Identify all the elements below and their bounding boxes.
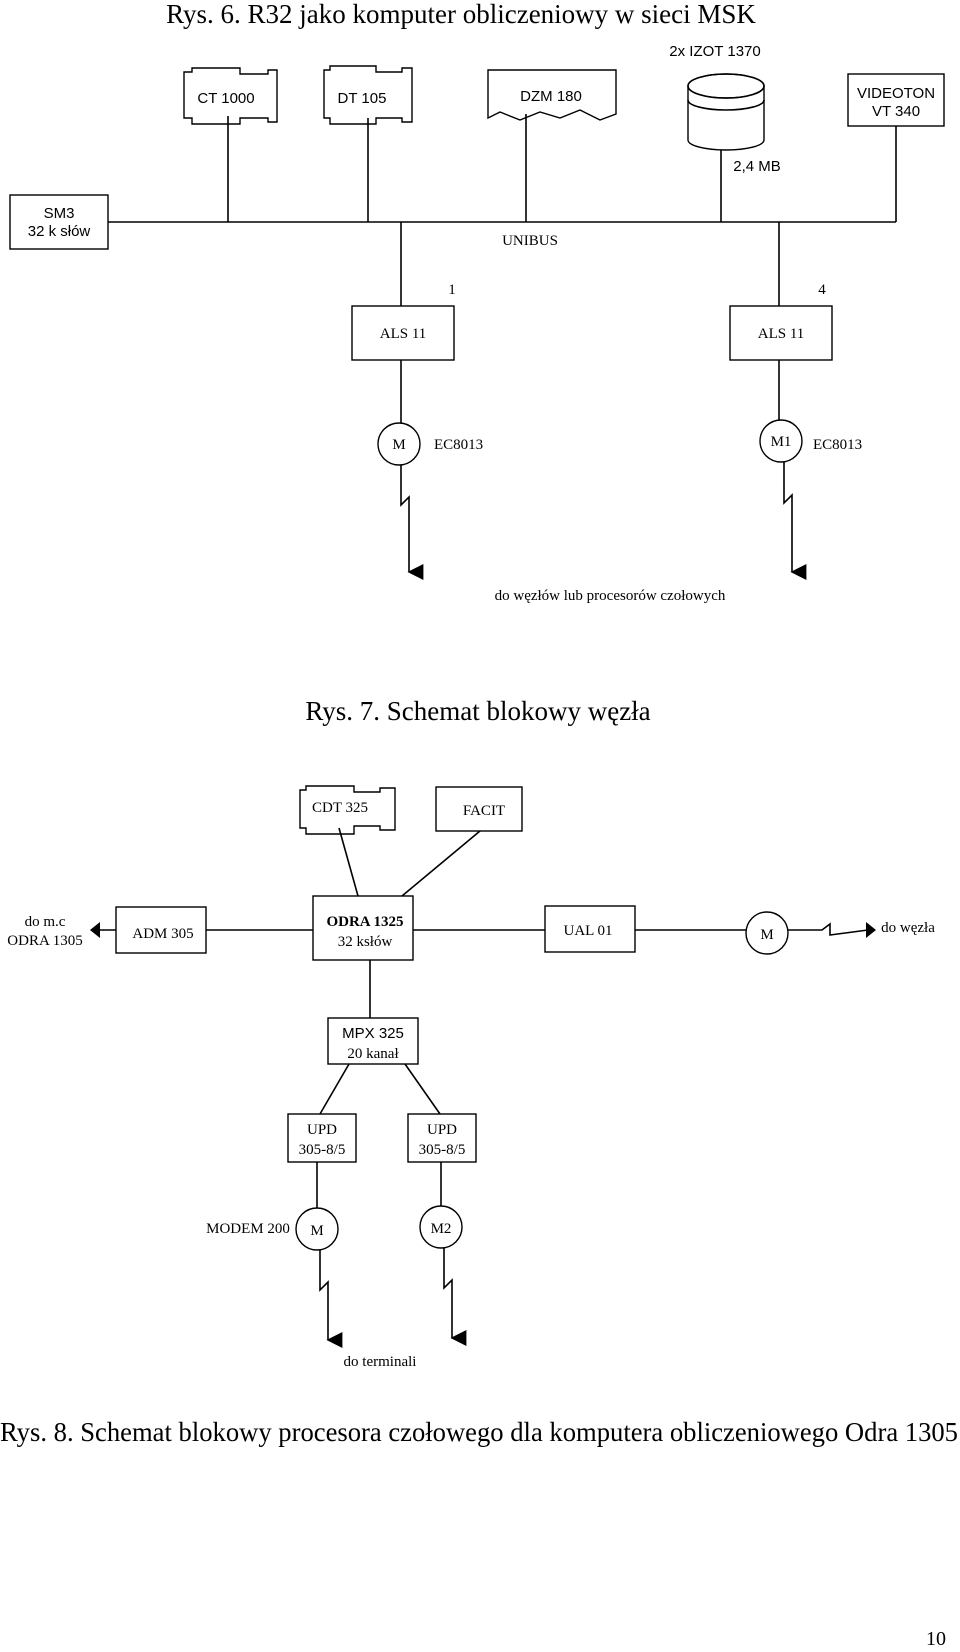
als-left-box: ALS 11 [351,305,455,361]
ec-left-label: EC8013 [434,437,483,453]
sm3-label-1: SM3 [44,205,75,222]
izot-label: 2x IZOT 1370 [669,43,760,60]
to-odra-label-2: ODRA 1305 [7,933,82,949]
terminal-link-left [319,1250,343,1348]
upd2-label-2: 305-8/5 [419,1142,466,1158]
odra1325-label-2: 32 ksłów [338,934,393,950]
adm305-label: ADM 305 [132,926,193,942]
modem-terminal-left-label: M [310,1223,323,1239]
odra1325-box: ODRA 1325 32 ksłów [312,895,414,961]
mpx-to-upd2 [404,1063,441,1115]
dt105-label: DT 105 [338,90,387,107]
modem-node: M [745,911,789,955]
mpx325-label-1: MPX 325 [342,1025,404,1042]
line-4-label: 4 [818,282,826,298]
als-right-label: ALS 11 [758,326,805,342]
fig7-caption: Rys. 7. Schemat blokowy węzła [305,696,650,726]
disk-size-label: 2,4 MB [733,158,781,175]
upd2-label-1: UPD [427,1122,457,1138]
ct1000-label: CT 1000 [197,90,254,107]
fig6-caption: Rys. 6. R32 jako komputer obliczeniowy w… [166,0,756,29]
right-arrowhead [866,922,876,938]
terminal-link-right [443,1248,467,1346]
dzm180-printer: DZM 180 [487,69,617,121]
link-right-arrow [783,462,807,580]
to-terminals-label: do terminali [344,1354,417,1370]
line-1-label: 1 [448,282,456,298]
sm3-label-2: 32 k słów [28,223,91,240]
modem-terminal-right: M2 [419,1205,463,1249]
upd1-box: UPD 305-8/5 [287,1113,357,1163]
videoton-label-2: VT 340 [872,103,920,120]
link-left-arrow [400,465,424,580]
mpx325-box: MPX 325 20 kanał [327,1017,419,1065]
modem-right-label: M1 [771,434,792,450]
videoton-label-1: VIDEOTON [857,85,935,102]
unibus-label: UNIBUS [502,233,558,249]
left-arrowhead [90,922,100,938]
to-node-label: do węzła [881,920,935,936]
modem-terminal-left: M [295,1207,339,1251]
als-right-box: ALS 11 [729,305,833,361]
ual01-label: UAL 01 [563,923,612,939]
page-number: 10 [926,1628,946,1650]
cdt325-label: CDT 325 [312,800,368,816]
als-left-label: ALS 11 [380,326,427,342]
mpx-to-upd1 [319,1063,350,1115]
dzm180-label: DZM 180 [520,88,582,105]
fig6-note: do węzłów lub procesorów czołowych [495,588,726,604]
modem-left-label: M [392,437,405,453]
to-odra-label-1: do m.c [25,914,66,930]
ual01-box: UAL 01 [544,905,636,953]
upd2-box: UPD 305-8/5 [407,1113,477,1163]
ec-right-label: EC8013 [813,437,862,453]
mpx325-label-2: 20 kanał [347,1046,399,1062]
odra1325-label-1: ODRA 1325 [326,914,403,930]
izot-disk-drive [687,73,765,151]
upd1-label-1: UPD [307,1122,337,1138]
sm3-memory: SM3 32 k słów [9,194,109,250]
adm305-box: ADM 305 [115,906,207,954]
ct1000-terminal: CT 1000 [183,67,278,125]
modem200-label: MODEM 200 [206,1221,290,1237]
modem-left: M [377,422,421,466]
upd1-label-2: 305-8/5 [299,1142,346,1158]
modem-node-label: M [760,927,773,943]
modem-terminal-right-label: M2 [431,1221,452,1237]
facit-label: FACIT [463,803,505,819]
videoton-terminal: VIDEOTON VT 340 [847,73,945,127]
facit-box: FACIT [435,786,523,832]
fig8-caption: Rys. 8. Schemat blokowy procesora czołow… [0,1417,958,1447]
cdt-to-odra [338,827,359,897]
dt105-terminal: DT 105 [323,65,413,125]
modem-right: M1 [759,419,803,463]
link-to-node [788,922,869,936]
facit-to-odra [401,830,481,897]
cdt325-terminal: CDT 325 [299,785,396,835]
